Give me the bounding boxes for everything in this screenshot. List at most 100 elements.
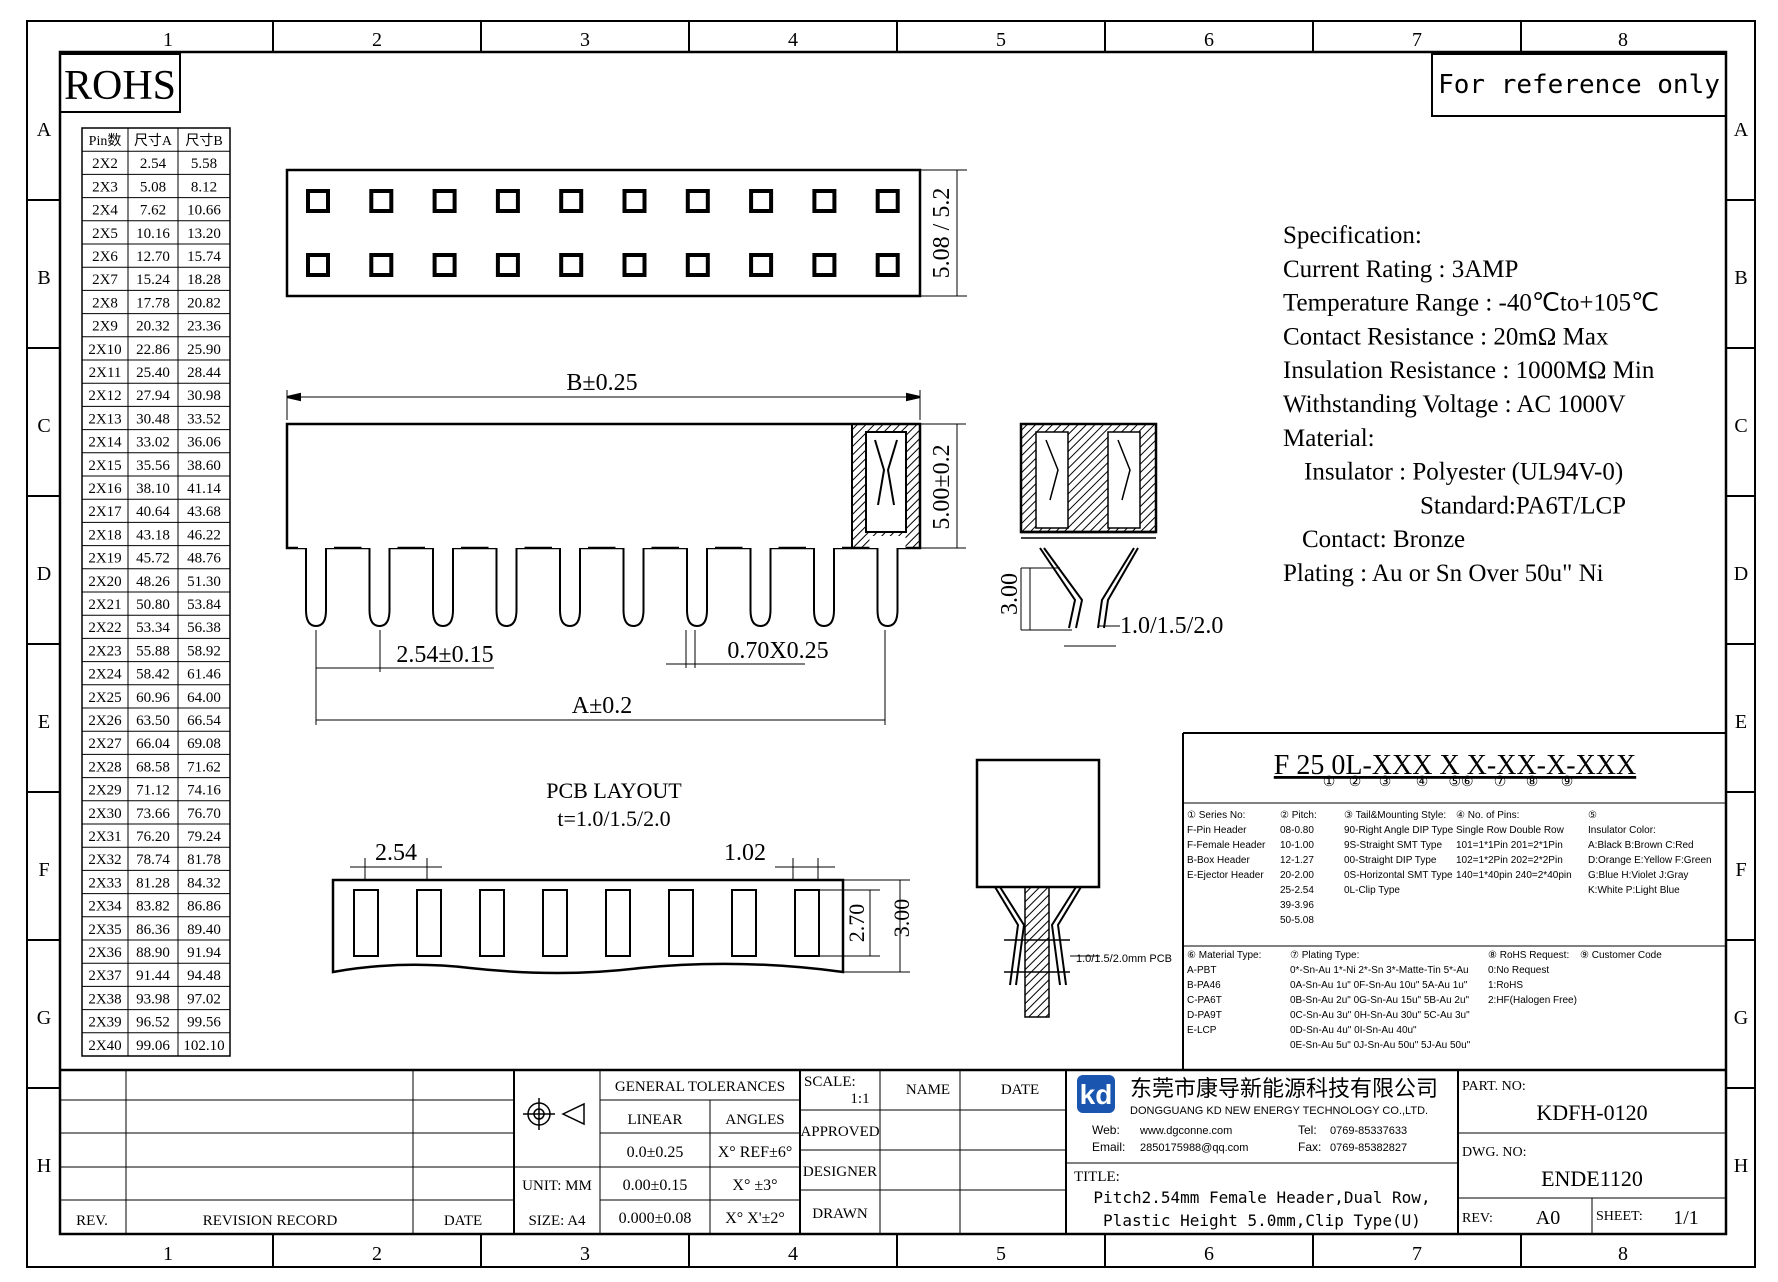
company-name-cn: 东莞市康导新能源科技有限公司 bbox=[1130, 1076, 1438, 1101]
grid-col-label-top: 5 bbox=[996, 29, 1006, 51]
tolerance-angle: X° ±3° bbox=[732, 1177, 777, 1194]
company-logo: kd bbox=[1077, 1075, 1115, 1113]
legend-line: A:Black B:Brown C:Red bbox=[1588, 840, 1694, 851]
pin-table-cell: 84.32 bbox=[187, 875, 221, 891]
pin-table-cell: 2X12 bbox=[88, 388, 121, 404]
legend-line: D-PA9T bbox=[1187, 1010, 1222, 1021]
dim-pitch: 2.54±0.15 bbox=[396, 642, 493, 668]
tolerance-angle: X° X'±2° bbox=[725, 1210, 785, 1227]
pin-notch bbox=[488, 536, 525, 548]
angles-label: ANGLES bbox=[725, 1112, 784, 1128]
legend-line: Insulator Color: bbox=[1588, 825, 1656, 836]
pin-table-cell: 74.16 bbox=[187, 783, 221, 799]
legend-line: B-PA46 bbox=[1187, 980, 1221, 991]
grid-row-label-left: D bbox=[37, 563, 51, 585]
part-code-marker: ① bbox=[1323, 775, 1336, 790]
grid-row-label-right: B bbox=[1734, 267, 1747, 289]
pin-table-cell: 68.58 bbox=[136, 759, 170, 775]
legend-line: ④ No. of Pins: bbox=[1456, 810, 1519, 821]
dim-b-length: B±0.25 bbox=[566, 370, 637, 396]
pin-table-cell: 45.72 bbox=[136, 551, 170, 567]
pcb-holes bbox=[353, 889, 820, 957]
side-pin bbox=[495, 540, 518, 628]
pin-hole bbox=[432, 189, 457, 213]
legend-line: 20-2.00 bbox=[1280, 870, 1314, 881]
legend-line: ② Pitch: bbox=[1280, 810, 1317, 821]
spec-line: Temperature Range : -40℃to+105℃ bbox=[1283, 290, 1659, 317]
pin-table-cell: 61.46 bbox=[187, 667, 221, 683]
grid-col-label-bottom: 1 bbox=[163, 1243, 173, 1265]
grid-row-label-left: G bbox=[37, 1007, 51, 1029]
pin-table-cell: 23.36 bbox=[187, 319, 221, 335]
pin-table-cell: 2.54 bbox=[140, 156, 167, 172]
pin-table-cell: 71.12 bbox=[136, 783, 170, 799]
side-pin bbox=[305, 540, 327, 628]
pin-table-cell: 40.64 bbox=[136, 504, 170, 520]
rev-label: REV. bbox=[76, 1213, 108, 1229]
side-pin bbox=[876, 540, 899, 628]
pin-table-cell: 2X27 bbox=[88, 736, 122, 752]
pin-table-cell: 2X21 bbox=[88, 597, 121, 613]
grid-col-label-bottom: 8 bbox=[1618, 1243, 1628, 1265]
pin-table-cell: 76.70 bbox=[187, 806, 221, 822]
pin-table-cell: 89.40 bbox=[187, 922, 221, 938]
part-code-marker: ⑦ bbox=[1494, 775, 1507, 790]
pin-table-cell: 2X20 bbox=[88, 574, 121, 590]
dwg-no-label: DWG. NO: bbox=[1462, 1145, 1527, 1160]
dim-height-5: 5.00±0.2 bbox=[929, 444, 955, 529]
spec-line: Material: bbox=[1283, 425, 1375, 452]
pin-table-cell: 99.06 bbox=[136, 1038, 170, 1054]
rev2-label: REV: bbox=[1462, 1211, 1493, 1226]
designer-label: DESIGNER bbox=[803, 1164, 877, 1180]
approved-label: APPROVED bbox=[800, 1124, 879, 1140]
grid-row-label-left: C bbox=[37, 415, 50, 437]
pin-table-cell: 66.54 bbox=[187, 713, 221, 729]
pin-notch bbox=[679, 536, 715, 548]
pin-table-cell: 99.56 bbox=[187, 1015, 221, 1031]
pin-table-cell: 76.20 bbox=[136, 829, 170, 845]
company-name-en: DONGGUANG KD NEW ENERGY TECHNOLOGY CO.,L… bbox=[1130, 1105, 1428, 1117]
pin-table-cell: 2X19 bbox=[88, 551, 121, 567]
part-code-marker: ⑨ bbox=[1561, 775, 1574, 790]
pin-table-cell: 53.84 bbox=[187, 597, 221, 613]
legend-line: 0C-Sn-Au 3u" 0H-Sn-Au 30u" 5C-Au 3u" bbox=[1290, 1010, 1470, 1021]
part-code-marker: ③ bbox=[1379, 775, 1392, 790]
pin-table-cell: 2X31 bbox=[88, 829, 121, 845]
legend-line: 25-2.54 bbox=[1280, 885, 1314, 896]
pin-table-cell: 25.40 bbox=[136, 365, 170, 381]
grid-col-label-top: 6 bbox=[1204, 29, 1214, 51]
pcb-hole bbox=[794, 889, 820, 957]
pcb-pitch: 2.54 bbox=[375, 840, 417, 866]
web-value: www.dgconne.com bbox=[1139, 1125, 1232, 1137]
name-label: NAME bbox=[906, 1082, 950, 1098]
legend-line: 140=1*40pin 240=2*40pin bbox=[1456, 870, 1572, 881]
pcb-h270: 2.70 bbox=[844, 904, 869, 943]
pin-table-cell: 22.86 bbox=[136, 342, 170, 358]
pcb-h300: 3.00 bbox=[889, 899, 914, 938]
pcb-section-note: 1.0/1.5/2.0mm PCB bbox=[1076, 953, 1172, 965]
pin-table-cell: 35.56 bbox=[136, 458, 170, 474]
side-pin bbox=[749, 540, 772, 628]
part-no-value: KDFH-0120 bbox=[1536, 1100, 1647, 1125]
web-label: Web: bbox=[1092, 1123, 1120, 1137]
pin-hole bbox=[812, 253, 837, 277]
dim-tail-length: 1.0/1.5/2.0 bbox=[1120, 613, 1223, 639]
pin-table-cell: 2X16 bbox=[88, 481, 122, 497]
legend-line: 39-3.96 bbox=[1280, 900, 1314, 911]
pin-table-cell: 56.38 bbox=[187, 620, 221, 636]
pin-hole bbox=[875, 253, 900, 277]
pin-table-cell: 10.16 bbox=[136, 226, 170, 242]
pin-table-cell: 81.78 bbox=[187, 852, 221, 868]
pin-table-cell: 2X29 bbox=[88, 783, 121, 799]
legend-line: 10-1.00 bbox=[1280, 840, 1314, 851]
pin-table-cell: 2X9 bbox=[92, 319, 118, 335]
pin-table-cell: 33.02 bbox=[136, 435, 170, 451]
pin-hole bbox=[875, 189, 900, 213]
pin-table-header: 尺寸A bbox=[134, 133, 173, 149]
side-pin bbox=[813, 540, 835, 628]
reference-box bbox=[1431, 53, 1727, 117]
size-label: SIZE: A4 bbox=[528, 1213, 586, 1229]
tel-label: Tel: bbox=[1298, 1123, 1317, 1137]
email-value: 2850175988@qq.com bbox=[1140, 1142, 1248, 1154]
